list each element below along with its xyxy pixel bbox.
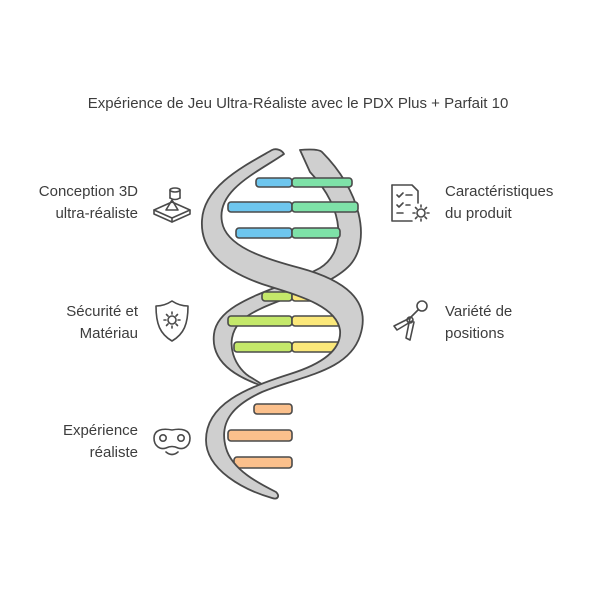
label-experience: Expérience réaliste [62,422,138,461]
rung-3-left [235,227,293,239]
rung-2-left [227,201,293,213]
rung-3-right [291,227,341,239]
label-variete: Variété de positions [445,303,513,342]
rung-9 [233,456,293,469]
helix-strand-back [212,148,362,389]
rung-7 [253,403,293,415]
rung-4-left [261,291,293,302]
label-securite: Sécurité et Matériau [66,303,138,342]
diagram-title: Expérience de Jeu Ultra-Réaliste avec le… [87,95,509,112]
rung-1-right [291,177,353,188]
label-conception-3d: Conception 3D ultra-réaliste [38,183,138,222]
shield-gear-icon [155,300,189,342]
label-caracteristiques: Caractéristiques du produit [445,183,554,222]
mask-icon [153,428,191,456]
rung-6-left [233,341,293,353]
rung-8 [227,429,293,442]
3d-design-icon [153,187,191,223]
rung-group-bottom [227,403,293,469]
rung-5-left [227,315,293,327]
rung-2-right [291,201,359,213]
rung-group-top [227,177,359,239]
helix-strand-front [201,148,364,500]
compass-icon [393,300,428,341]
checklist-gear-icon [391,184,430,222]
rung-1-left [255,177,293,188]
